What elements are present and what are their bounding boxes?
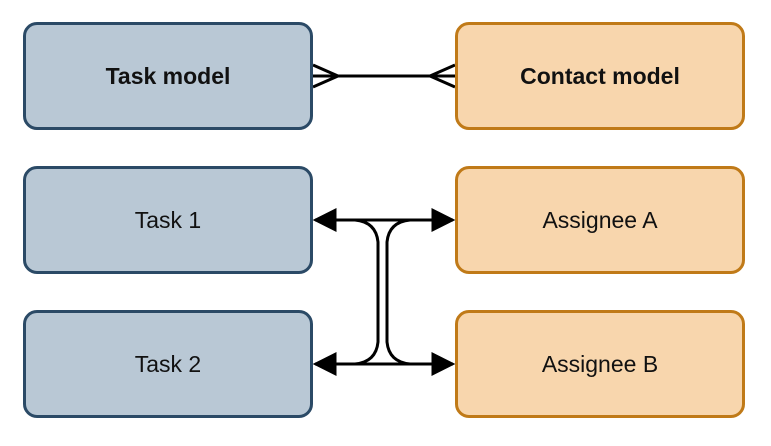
task-1-node: Task 1 — [23, 166, 313, 274]
assignee-b-label: Assignee B — [541, 350, 659, 377]
assignee-b-node: Assignee B — [455, 310, 745, 418]
task-model-node: Task model — [23, 22, 313, 130]
edge-right-curve — [385, 218, 411, 366]
crows-foot-right-icon — [426, 63, 456, 89]
task-2-label: Task 2 — [134, 350, 202, 377]
crows-foot-left-icon — [312, 63, 342, 89]
task-2-node: Task 2 — [23, 310, 313, 418]
contact-model-label: Contact model — [520, 62, 680, 89]
assignee-a-label: Assignee A — [542, 206, 658, 233]
task-1-label: Task 1 — [134, 206, 202, 233]
model-relation-edge — [312, 63, 456, 89]
assignee-a-node: Assignee A — [455, 166, 745, 274]
contact-model-node: Contact model — [455, 22, 745, 130]
instance-relation-edges — [312, 208, 456, 376]
edge-left-curve — [354, 218, 380, 366]
task-model-label: Task model — [105, 62, 231, 89]
